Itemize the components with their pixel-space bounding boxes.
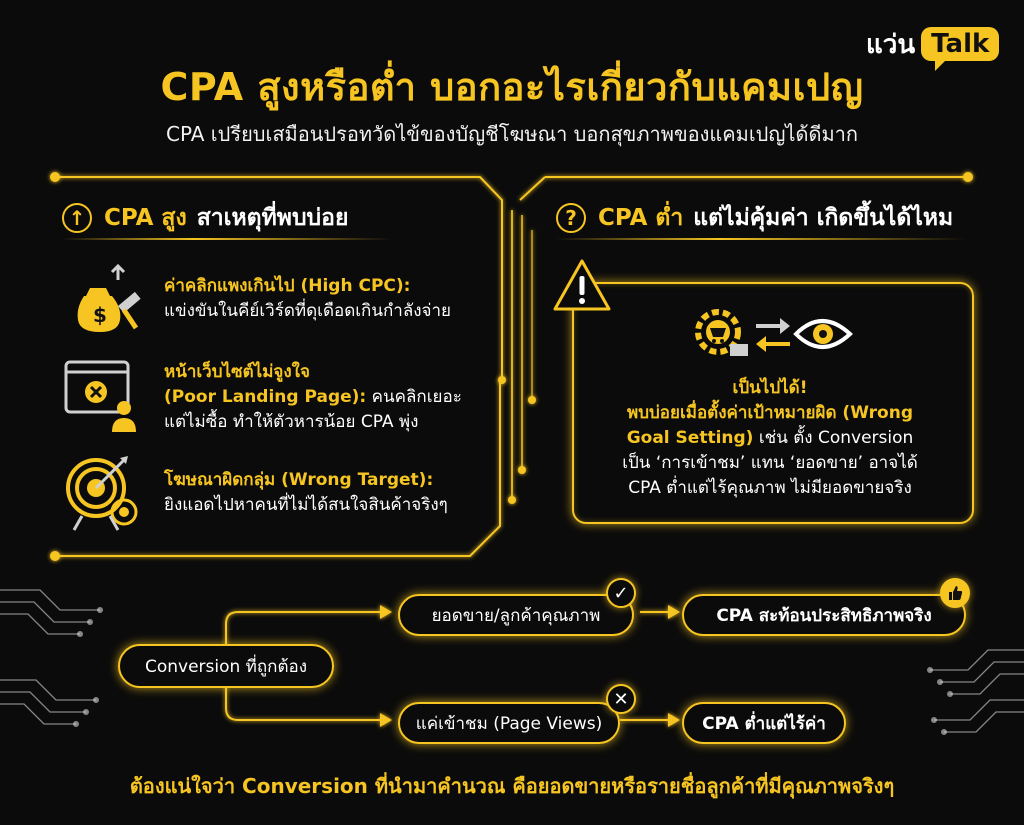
low-cpa-heading-accent: CPA ต่ำ [598,205,684,231]
heading-underline [62,238,392,240]
cause-desc: แข่งขันในคีย์เวิร์ดที่ดุเดือดเกินกำลังจ่… [164,301,451,321]
cause-title-accent: (Poor Landing Page): [164,387,367,407]
cause-desc-2: แต่ไม่ซื้อ ทำให้ตัวหารน้อย CPA พุ่ง [164,412,419,432]
logo-thai-text: แว่น [866,29,916,60]
svg-text:$: $ [93,303,107,327]
explanation-line: Goal Setting) เช่น ตั้ง Conversion [626,428,914,448]
cause-poor-landing: หน้าเว็บไซต์ไม่จูงใจ (Poor Landing Page)… [164,360,462,435]
cause-title: ค่าคลิกแพงเกินไป (High CPC): [164,276,411,296]
explanation-line: เป็น ‘การเข้าชม’ แทน ‘ยอดขาย’ อาจได้ [622,453,918,473]
target-arrow-icon [66,456,138,531]
cross-icon: ✕ [606,684,636,714]
check-icon: ✓ [606,578,636,608]
logo-talk-bubble: Talk [921,27,1000,71]
eye-icon [793,319,853,349]
low-cpa-panel [572,282,974,524]
arrow-up-icon: ↑ [62,203,92,233]
flow-top-middle-pill: ยอดขาย/ลูกค้าคุณภาพ [398,594,634,636]
cause-title: โฆษณาผิดกลุ่ม (Wrong Target): [164,470,434,490]
page-subtitle: CPA เปรียบเสมือนปรอทวัดไข้ของบัญชีโฆษณา … [166,122,858,146]
swap-arrows-icon [756,318,790,352]
cause-desc: คนคลิกเยอะ [366,387,462,407]
goal-illustration [695,309,853,356]
heading-underline [556,238,966,240]
high-cpa-heading: ↑ CPA สูง สาเหตุที่พบบ่อย [62,200,348,236]
high-cpa-heading-rest: สาเหตุที่พบบ่อย [196,205,349,231]
money-bag-gavel-icon: $ [77,263,141,332]
explanation-line: พบบ่อยเมื่อตั้งค่าเป้าหมายผิด (Wrong [627,403,913,423]
broken-webpage-user-icon [64,360,136,432]
flow-top-result-pill: CPA สะท้อนประสิทธิภาพจริง [682,594,966,636]
warning-triangle-icon [553,259,611,311]
cause-title: หน้าเว็บไซต์ไม่จูงใจ [164,362,310,382]
cause-high-cpc: ค่าคลิกแพงเกินไป (High CPC): แข่งขันในคี… [164,274,451,324]
high-cpa-heading-accent: CPA สูง [104,205,187,231]
low-cpa-explanation: เป็นไปได้! พบบ่อยเมื่อตั้งค่าเป้าหมายผิด… [590,376,950,501]
question-icon: ? [556,203,586,233]
flow-bottom-result-pill: CPA ต่ำแต่ไร้ค่า [682,702,846,744]
footer-note: ต้องแน่ใจว่า Conversion ที่นำมาคำนวณ คือ… [129,774,895,798]
gear-cart-icon [695,309,748,356]
thumbs-up-icon [940,578,970,608]
low-cpa-heading-rest: แต่ไม่คุ้มค่า เกิดขึ้นได้ไหม [693,205,954,231]
cause-desc: ยิงแอดไปหาคนที่ไม่ได้สนใจสินค้าจริงๆ [164,495,448,515]
brand-logo: แว่น Talk [866,20,1000,71]
explanation-line: CPA ต่ำแต่ไร้คุณภาพ ไม่มียอดขายจริง [628,478,912,498]
low-cpa-heading: ? CPA ต่ำ แต่ไม่คุ้มค่า เกิดขึ้นได้ไหม [556,200,953,236]
explanation-line: เป็นไปได้! [732,378,808,398]
flow-start-pill: Conversion ที่ถูกต้อง [118,644,334,688]
flow-bottom-middle-pill: แค่เข้าชม (Page Views) [398,702,620,744]
cause-wrong-target: โฆษณาผิดกลุ่ม (Wrong Target): ยิงแอดไปหา… [164,468,448,518]
page-title: CPA สูงหรือต่ำ บอกอะไรเกี่ยวกับแคมเปญ [160,65,864,109]
